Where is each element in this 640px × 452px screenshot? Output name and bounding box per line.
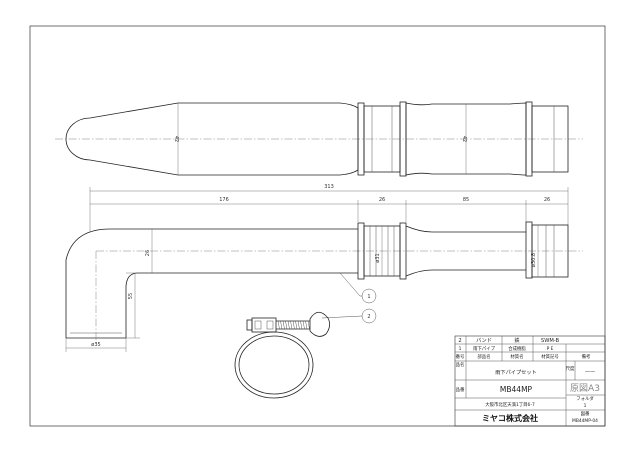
end-dia-label: ø30.8 (531, 253, 537, 267)
header-material: 材質名 (510, 353, 523, 360)
address: 大阪市北区天満1丁目6-7 (485, 401, 535, 408)
band-clamp (234, 311, 330, 399)
screw-thread (290, 320, 293, 330)
label-model: 品番 (456, 386, 465, 393)
drawing-number: MB44MP-04 (572, 418, 598, 424)
company-name: ミヤコ株式会社 (482, 413, 538, 423)
callout-2: 2 (321, 308, 377, 324)
part-2-material: 鉄 (514, 336, 519, 344)
screw-thread (285, 320, 288, 330)
screw-thread (305, 320, 308, 330)
band-dia-label: ø31 (375, 253, 381, 262)
right-length-label: 26 (544, 197, 550, 203)
header-no: 番号 (456, 353, 465, 360)
elbow-height-label: 55 (128, 293, 134, 299)
band-width-label: 26 (379, 197, 385, 203)
part-2-code: SWM-B (541, 338, 560, 344)
part-1-name: 雨下パイプ (473, 346, 496, 352)
screw-thread (295, 320, 298, 330)
header-name: 部品名 (477, 353, 490, 360)
left-length-label: 176 (219, 197, 229, 203)
title-block: 2 バンド 鉄 SWM-B 1 雨下パイプ 合成樹脂 P E 番号 部品名 材質… (454, 335, 606, 427)
screw-thread (300, 320, 303, 330)
header-note: 備考 (582, 353, 591, 360)
label-folder: フォルダ (576, 395, 594, 402)
overall-length-label: 313 (324, 184, 334, 190)
label-drawing: 図番 (581, 410, 590, 417)
middle-length-label: 85 (463, 197, 469, 203)
screw-thread (292, 320, 295, 330)
part-1-material: 合成樹脂 (508, 345, 526, 352)
screw-thread (297, 320, 300, 330)
top-dia-left-label: 42 (173, 136, 179, 142)
callout-1: 1 (339, 272, 377, 304)
product-name: 雨下パイプセット (495, 369, 537, 376)
folder-number: 1 (584, 403, 587, 409)
paper-size: 原図A3 (570, 383, 600, 394)
part-2-no: 2 (458, 338, 461, 344)
part-2-name: バンド (476, 337, 492, 344)
callout-1-number: 1 (367, 294, 370, 300)
header-code: 材質記号 (541, 353, 559, 360)
screw-thread (277, 320, 280, 330)
front-view-pipe: 313 176 26 85 26 26 ø31 (65, 184, 583, 352)
top-view-pipe: 42 42 (55, 101, 583, 177)
top-dia-right-label: 42 (461, 136, 467, 142)
callout-2-number: 2 (367, 314, 370, 320)
screw-thread (302, 320, 305, 330)
pipe-dia-left-label: 26 (145, 250, 151, 256)
part-1-no: 1 (459, 346, 462, 352)
part-1-code: P E (547, 346, 554, 352)
screw-thread (307, 320, 310, 330)
scale-value: —— (585, 369, 595, 375)
screw-thread (280, 320, 283, 330)
screw-thread (287, 320, 290, 330)
elbow-dia-label: ø35 (91, 342, 100, 348)
sheet-border (29, 25, 606, 427)
screw-thread (282, 320, 285, 330)
model-number: MB44MP (500, 385, 533, 394)
label-product: 品名 (456, 361, 465, 368)
label-scale: 尺度 (566, 365, 575, 372)
